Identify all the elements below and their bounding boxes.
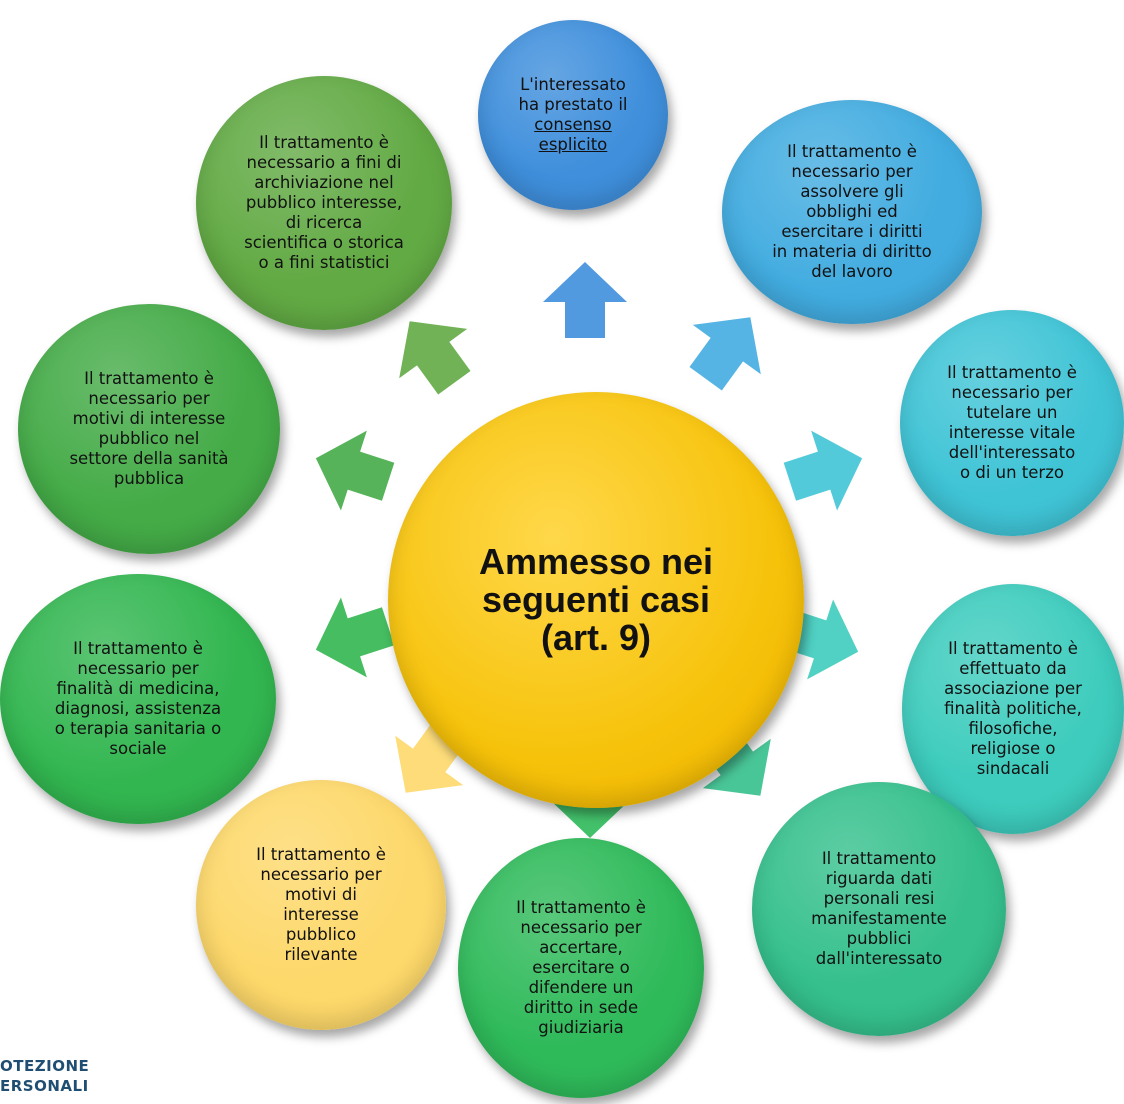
case-line: motivi di xyxy=(285,885,357,904)
case-line: finalità politiche, xyxy=(944,699,1082,718)
case-line: settore della sanità xyxy=(69,449,229,468)
center-circle: Ammesso nei seguenti casi (art. 9) xyxy=(388,392,804,808)
case-circle-archiviazione: Il trattamento è necessario a fini di ar… xyxy=(196,76,452,330)
case-line: necessario a fini di xyxy=(246,153,402,172)
arrow-lavoro xyxy=(689,317,761,391)
arrow-shape xyxy=(315,430,395,511)
case-line: ha prestato il xyxy=(518,95,628,114)
case-line: o di un terzo xyxy=(960,463,1064,482)
case-circle-lavoro: Il trattamento è necessario per assolver… xyxy=(722,100,982,324)
case-line: scientifica o storica xyxy=(244,233,404,252)
case-line: o a fini statistici xyxy=(258,253,390,272)
case-line: personali resi xyxy=(823,889,935,908)
case-line: obblighi ed xyxy=(806,202,898,221)
case-circle-medicina: Il trattamento è necessario per finalità… xyxy=(0,574,276,824)
center-title-line-1: Ammesso nei xyxy=(478,541,714,582)
arrow-interesse-vitale xyxy=(783,430,863,511)
case-line: Il trattamento è xyxy=(516,898,646,917)
arrow-consenso xyxy=(543,262,627,338)
case-circle-associazione: Il trattamento è effettuato da associazi… xyxy=(902,584,1124,834)
case-line: religiose o xyxy=(970,739,1056,758)
case-line: necessario per xyxy=(520,918,642,937)
case-line: tutelare un xyxy=(966,403,1058,422)
case-line: del lavoro xyxy=(811,262,893,281)
case-line: esercitare i diritti xyxy=(781,222,923,241)
case-line: difendere un xyxy=(528,978,634,997)
case-line: archiviazione nel xyxy=(254,173,394,192)
case-line: Il trattamento xyxy=(821,849,937,868)
case-line: Il trattamento è xyxy=(947,363,1077,382)
arrow-sanita-pubblica xyxy=(315,430,395,511)
case-line: esercitare o xyxy=(532,958,630,977)
case-line: in materia di diritto xyxy=(772,242,932,261)
case-circle-interesse-pubblico-rilevante: Il trattamento è necessario per motivi d… xyxy=(196,780,446,1030)
case-line: rilevante xyxy=(284,945,358,964)
case-circle-dati-pubblici: Il trattamento riguarda dati personali r… xyxy=(752,782,1006,1036)
case-circle-consenso: L'interessato ha prestato il consenso es… xyxy=(478,20,668,210)
case-line: necessario per xyxy=(88,389,210,408)
case-line: Il trattamento è xyxy=(73,639,203,658)
center-title-line-2: seguenti casi xyxy=(481,579,711,620)
logo-text: OTEZIONE ERSONALI xyxy=(0,1056,89,1096)
case-line: manifestamente xyxy=(811,909,947,928)
case-line: necessario per xyxy=(260,865,382,884)
case-line: filosofiche, xyxy=(968,719,1058,738)
case-line: effettuato da xyxy=(959,659,1067,678)
logo-line-1: OTEZIONE xyxy=(0,1057,90,1075)
case-line: giudiziaria xyxy=(538,1018,624,1037)
case-line: pubblico interesse, xyxy=(245,193,403,212)
case-line: necessario per xyxy=(77,659,199,678)
case-line: assolvere gli xyxy=(800,182,904,201)
arrow-shape xyxy=(689,317,761,391)
case-circle-interesse-vitale: Il trattamento è necessario per tutelare… xyxy=(900,310,1124,536)
case-line: accertare, xyxy=(539,938,623,957)
case-line: interesse xyxy=(283,905,359,924)
case-line: associazione per xyxy=(944,679,1082,698)
case-line: sociale xyxy=(109,739,167,758)
case-line: pubblico xyxy=(285,925,357,944)
case-line: pubblico nel xyxy=(98,429,200,448)
case-circle-diritto-sede-giudiziaria: Il trattamento è necessario per accertar… xyxy=(458,838,704,1098)
case-line: Il trattamento è xyxy=(256,845,386,864)
case-line: riguarda dati xyxy=(825,869,933,888)
case-line: dell'interessato xyxy=(948,443,1076,462)
arrow-shape xyxy=(315,597,395,678)
case-line: pubblici xyxy=(846,929,912,948)
case-line: pubblica xyxy=(113,469,185,488)
arrow-shape xyxy=(783,430,863,511)
case-line: Il trattamento è xyxy=(84,369,214,388)
arrow-shape xyxy=(399,321,471,395)
case-line: finalità di medicina, xyxy=(56,679,220,698)
case-line: interesse vitale xyxy=(948,423,1076,442)
case-line: L'interessato xyxy=(520,75,626,94)
case-line: necessario per xyxy=(951,383,1073,402)
case-line: Il trattamento è xyxy=(259,133,389,152)
case-line: di ricerca xyxy=(285,213,363,232)
logo-line-2: ERSONALI xyxy=(0,1077,89,1095)
arrow-archiviazione xyxy=(399,321,471,395)
case-line: diagnosi, assistenza xyxy=(54,699,222,718)
case-line-underlined: esplicito xyxy=(538,135,608,154)
case-circle-sanita-pubblica: Il trattamento è necessario per motivi d… xyxy=(18,304,280,554)
case-line: o terapia sanitaria o xyxy=(54,719,222,738)
case-line: motivi di interesse xyxy=(72,409,226,428)
case-line: Il trattamento è xyxy=(787,142,917,161)
case-line-underlined: consenso xyxy=(534,115,612,134)
arrow-shape xyxy=(543,262,627,338)
case-line: dall'interessato xyxy=(815,949,943,968)
case-line: sindacali xyxy=(976,759,1050,778)
case-line: Il trattamento è xyxy=(948,639,1078,658)
case-line: necessario per xyxy=(791,162,913,181)
case-line: diritto in sede xyxy=(523,998,639,1017)
center-title: Ammesso nei seguenti casi (art. 9) xyxy=(479,543,713,657)
arrow-medicina xyxy=(315,597,395,678)
center-title-line-3: (art. 9) xyxy=(540,617,652,658)
